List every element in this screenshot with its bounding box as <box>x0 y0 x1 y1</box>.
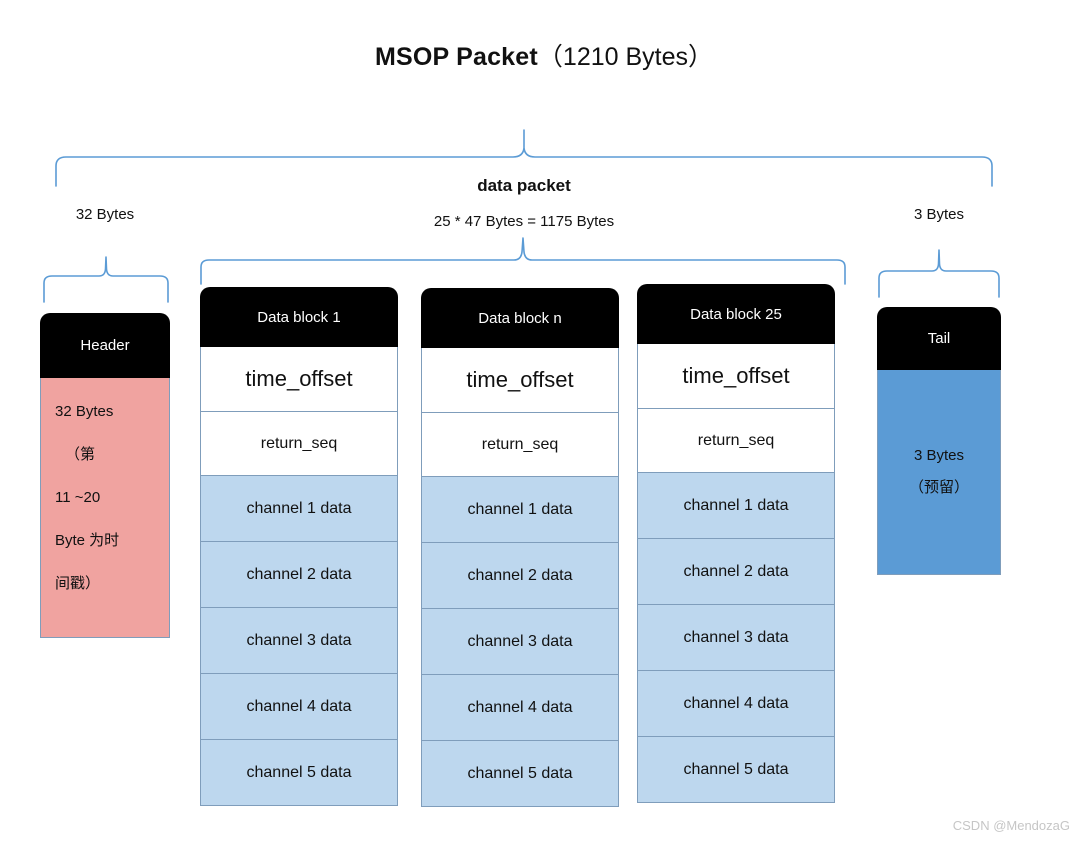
data-block-1-row-channel-2: channel 2 data <box>200 542 398 608</box>
data-block-1-row-return-seq: return_seq <box>200 412 398 476</box>
header-block-title: Header <box>40 313 170 378</box>
data-block-25-row-channel-3: channel 3 data <box>637 605 835 671</box>
header-block[interactable]: Header 32 Bytes （第 11 ~20 Byte 为时 间戳） <box>40 313 170 638</box>
data-block-n-row-time-offset: time_offset <box>421 348 619 413</box>
brace-header <box>43 256 169 303</box>
data-block-n-row-channel-5: channel 5 data <box>421 741 619 807</box>
data-block-n-row-channel-4: channel 4 data <box>421 675 619 741</box>
data-block-n-row-channel-2: channel 2 data <box>421 543 619 609</box>
page-title-main: MSOP Packet <box>374 43 538 71</box>
tail-block-body: 3 Bytes （预留） <box>877 370 1001 575</box>
data-block-25-row-channel-1: channel 1 data <box>637 473 835 539</box>
data-block-n-row-return-seq: return_seq <box>421 413 619 477</box>
tail-block[interactable]: Tail 3 Bytes （预留） <box>877 307 1001 575</box>
header-line-2: 11 ~20 <box>55 489 101 506</box>
data-block-1-row-channel-5: channel 5 data <box>200 740 398 806</box>
header-line-1: （第 <box>65 446 96 463</box>
data-block-1-row-time-offset: time_offset <box>200 347 398 412</box>
header-block-body: 32 Bytes （第 11 ~20 Byte 为时 间戳） <box>40 378 170 638</box>
tail-block-title: Tail <box>877 307 1001 370</box>
header-size-label: 32 Bytes <box>75 206 135 223</box>
header-line-3: Byte 为时 <box>55 532 120 549</box>
header-line-4: 间戳） <box>55 575 101 592</box>
watermark: CSDN @MendozaG <box>952 818 1070 833</box>
tail-size-label: 3 Bytes <box>913 206 965 223</box>
data-block-25-title: Data block 25 <box>637 284 835 344</box>
data-block-1-title: Data block 1 <box>200 287 398 347</box>
header-line-0: 32 Bytes <box>55 403 114 420</box>
data-size-label: 25 * 47 Bytes = 1175 Bytes <box>433 213 615 230</box>
data-block-n-title: Data block n <box>421 288 619 348</box>
tail-line-1: （预留） <box>908 479 969 496</box>
data-block-n-row-channel-1: channel 1 data <box>421 477 619 543</box>
data-block-1-row-channel-3: channel 3 data <box>200 608 398 674</box>
data-block-1[interactable]: Data block 1 time_offset return_seq chan… <box>200 287 398 806</box>
page-title: MSOP Packet（1210 Bytes） <box>0 40 1088 74</box>
data-block-1-row-channel-4: channel 4 data <box>200 674 398 740</box>
page-title-suffix: （1210 Bytes） <box>537 43 714 71</box>
data-block-25-row-return-seq: return_seq <box>637 409 835 473</box>
tail-line-0: 3 Bytes <box>913 447 965 464</box>
data-block-n-row-channel-3: channel 3 data <box>421 609 619 675</box>
data-block-n[interactable]: Data block n time_offset return_seq chan… <box>421 288 619 807</box>
data-block-25-row-channel-5: channel 5 data <box>637 737 835 803</box>
brace-tail <box>878 249 1000 298</box>
data-block-25-row-channel-4: channel 4 data <box>637 671 835 737</box>
data-block-1-row-channel-1: channel 1 data <box>200 476 398 542</box>
brace-data <box>200 237 846 285</box>
data-block-25-row-channel-2: channel 2 data <box>637 539 835 605</box>
data-block-25-row-time-offset: time_offset <box>637 344 835 409</box>
data-block-25[interactable]: Data block 25 time_offset return_seq cha… <box>637 284 835 803</box>
data-packet-label: data packet <box>477 176 571 195</box>
